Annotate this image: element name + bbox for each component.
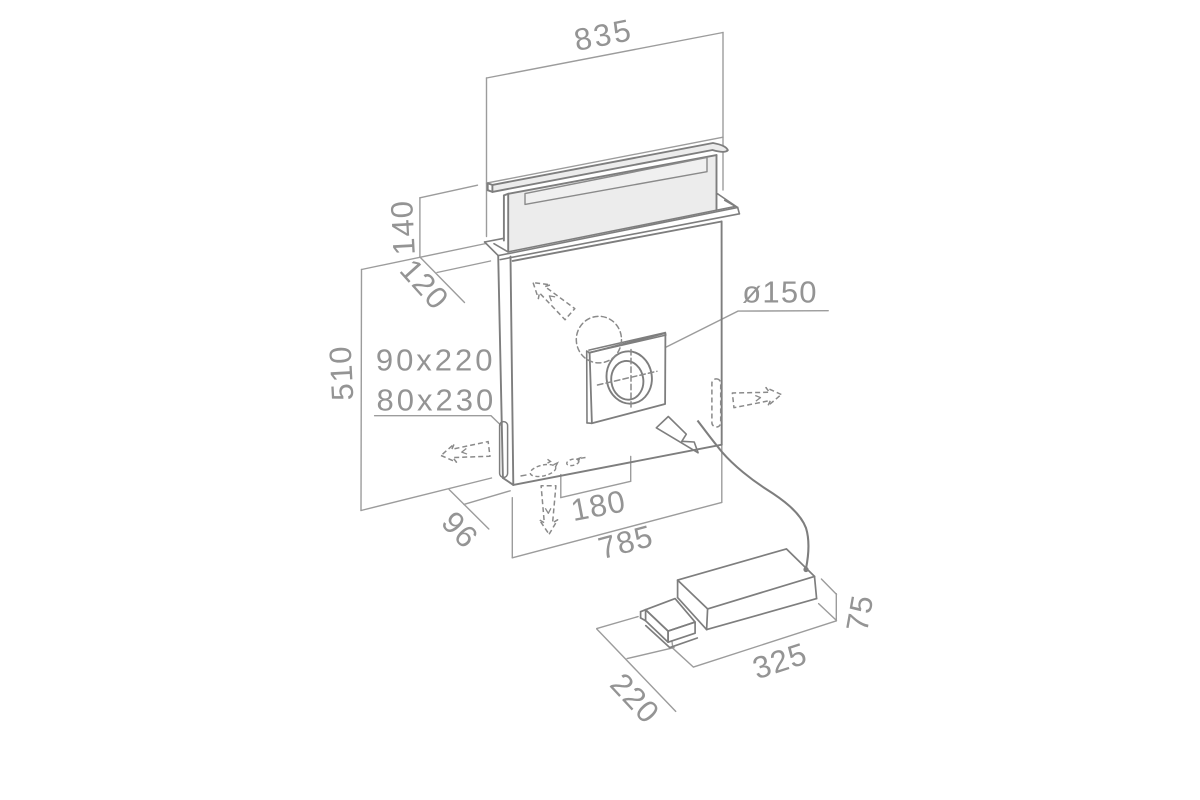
svg-text:75: 75 <box>839 592 880 634</box>
svg-text:ø150: ø150 <box>742 274 817 309</box>
svg-text:140: 140 <box>384 199 422 256</box>
svg-text:510: 510 <box>323 344 361 401</box>
svg-text:80x230: 80x230 <box>377 382 497 417</box>
svg-text:90x220: 90x220 <box>376 343 496 378</box>
